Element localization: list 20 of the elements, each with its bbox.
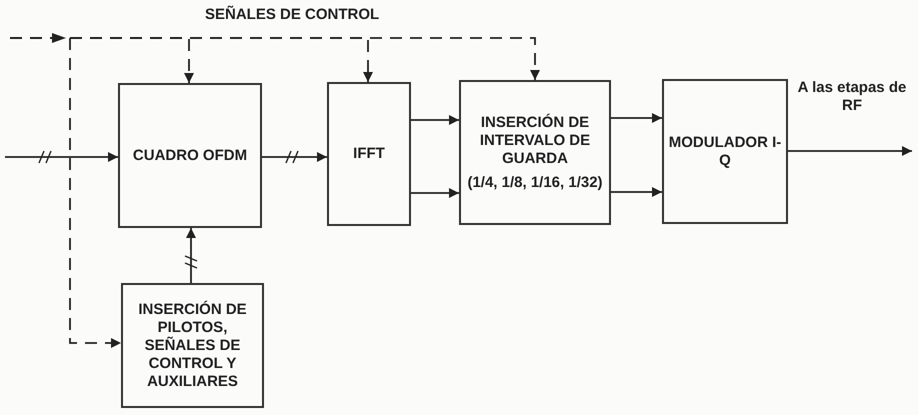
process-box	[327, 82, 411, 226]
signal-label: SEÑALES DE CONTROL	[205, 6, 380, 23]
arrow	[262, 152, 327, 162]
block-title: MODULADOR I-Q	[668, 134, 782, 170]
block-title: IFFT	[352, 145, 386, 163]
process-box	[121, 283, 264, 408]
block-detail: (1/4, 1/8, 1/16, 1/32)	[466, 174, 604, 192]
process-box	[459, 80, 611, 225]
block-title: INSERCIÓN DE INTERVALO DE GUARDA	[478, 114, 592, 168]
process-box	[662, 79, 788, 224]
block-title: INSERCIÓN DE PILOTOS, SEÑALES DE CONTROL Y AUXILIARES	[137, 300, 248, 390]
arrow	[411, 188, 459, 198]
arrow	[611, 187, 662, 197]
arrow	[411, 115, 459, 125]
arrow	[611, 113, 662, 123]
block-title: CUADRO OFDM	[132, 146, 248, 164]
arrow	[788, 146, 912, 156]
arrow	[186, 228, 196, 283]
process-box	[118, 83, 262, 228]
arrow	[5, 152, 118, 162]
